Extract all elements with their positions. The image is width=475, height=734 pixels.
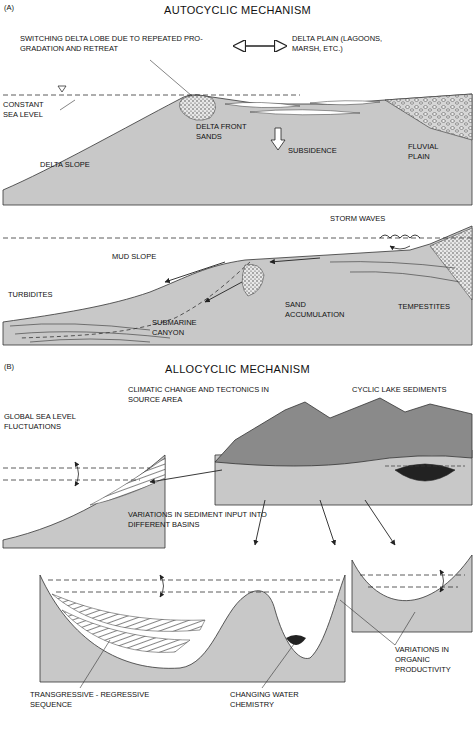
turbidite-layer (15, 332, 170, 338)
tempestite-layer (350, 272, 460, 282)
label-text: TEMPESTITES (398, 302, 473, 312)
sand-accumulation (242, 264, 264, 296)
label-text: FLUVIAL PLAIN (408, 142, 460, 162)
label-text: STORM WAVES (330, 214, 410, 224)
delta-section (3, 46, 472, 205)
label-text: MUD SLOPE (112, 252, 182, 262)
lagoon-lens (310, 101, 380, 105)
lake-level (385, 466, 465, 467)
storm-wave (380, 235, 420, 238)
label-text: SUBMARINE CANYON (152, 318, 222, 338)
panel-heading: AUTOCYCLIC MECHANISM (130, 3, 345, 17)
submarine-canyon (20, 262, 250, 338)
supply-arrow (365, 500, 395, 545)
twin-basin (40, 575, 345, 682)
label-text: DELTA FRONT SANDS (196, 122, 260, 142)
panel-heading: ALLOCYCLIC MECHANISM (130, 362, 345, 376)
mud-slope-arrow (165, 262, 225, 282)
label-text: GLOBAL SEA LEVEL FLUCTUATIONS (4, 412, 96, 432)
water-level (360, 575, 465, 576)
water-level (48, 580, 340, 581)
supply-arrow (255, 500, 265, 545)
lagoon-lens (225, 102, 300, 107)
water-level (368, 587, 458, 588)
label-text: CHANGING WATER CHEMISTRY (230, 690, 312, 710)
tempestite-wedge (430, 228, 472, 300)
basin-body (352, 555, 472, 632)
label-text: (B) (4, 362, 44, 372)
progradation-arrow (234, 45, 286, 47)
subsidence-arrow (271, 128, 285, 150)
delta-body (3, 94, 472, 205)
sea-level-line (3, 480, 140, 481)
canyon-arrow (205, 282, 242, 302)
label-text: (A) (4, 3, 44, 13)
leader-line (395, 612, 415, 645)
label-text: DELTA PLAIN (LAGOONS, MARSH, ETC.) (292, 34, 410, 54)
label-text: SAND ACCUMULATION (285, 300, 365, 320)
label-text: TURBIDITES (8, 290, 78, 300)
label-text: TRANSGRESSIVE - REGRESSIVE SEQUENCE (30, 690, 160, 710)
basin-body (40, 575, 345, 682)
sea-level-symbol (58, 86, 66, 92)
label-text: DELTA SLOPE (40, 160, 120, 170)
label-text: VARIATIONS IN ORGANIC PRODUCTIVITY (395, 645, 475, 674)
label-text: CLIMATIC CHANGE AND TECTONICS IN SOURCE … (128, 385, 293, 405)
water-level (56, 592, 334, 593)
supply-arrow (150, 470, 222, 482)
fluvial-gravel (385, 94, 472, 140)
label-text: CYCLIC LAKE SEDIMENTS (352, 385, 472, 395)
sand-transport-arrow (270, 258, 320, 262)
mountains (215, 398, 472, 466)
right-basin (352, 555, 472, 632)
sea-level-line (3, 95, 300, 96)
delta-front-sands (179, 95, 215, 120)
label-text: CONSTANT SEA LEVEL (3, 100, 55, 120)
lagoon-lens (250, 110, 360, 115)
tempestite-layer (330, 262, 455, 268)
leader-line (262, 644, 294, 688)
label-text: SUBSIDENCE (288, 146, 358, 156)
label-text: VARIATIONS IN SEDIMENT INPUT INTO DIFFER… (128, 510, 293, 530)
leader-line (60, 100, 75, 110)
turbidite-layer (30, 339, 150, 342)
turbidite-layer (10, 324, 150, 330)
leader-lines (60, 60, 415, 688)
basin-slope (3, 455, 165, 548)
lake (395, 464, 455, 481)
sequence-wedge (52, 594, 205, 631)
sea-level-line (3, 468, 150, 469)
leader-line (150, 60, 192, 96)
shelf-body (3, 226, 472, 345)
supply-arrow (320, 500, 335, 545)
fluctuation-symbol (160, 575, 164, 597)
fluctuation-symbol (75, 462, 79, 486)
storm-wave-arrow (390, 246, 410, 249)
label-text: SWITCHING DELTA LOBE DUE TO REPEATED PRO… (20, 34, 232, 54)
left-basin (3, 455, 165, 548)
fluctuation-symbol (440, 570, 444, 592)
shelf-section (3, 226, 472, 345)
small-lake (286, 635, 306, 645)
leader-line (80, 640, 110, 688)
sea-level-line (3, 238, 472, 239)
leader-line (340, 600, 395, 645)
